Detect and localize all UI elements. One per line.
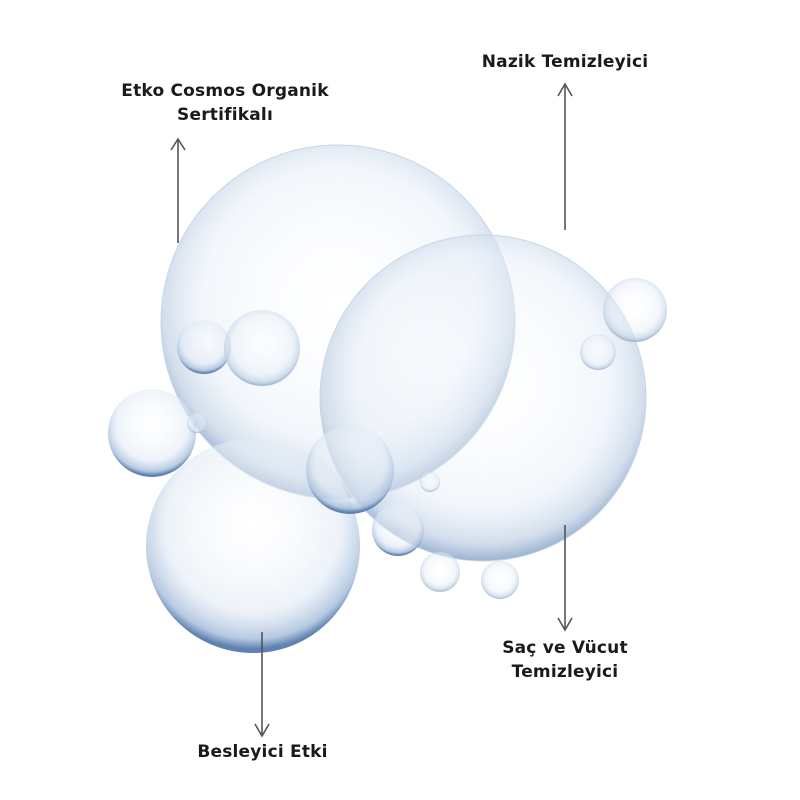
label-line: Temizleyici — [511, 662, 619, 682]
bubble — [420, 552, 460, 592]
label-line: Sertifikalı — [177, 105, 273, 125]
bubble — [177, 320, 231, 374]
bubble — [372, 504, 424, 556]
bubble — [224, 310, 300, 386]
bubble — [187, 413, 207, 433]
arrow-up-icon — [557, 82, 573, 230]
bubble — [306, 426, 394, 514]
arrow-down-icon — [254, 632, 270, 738]
bubble — [603, 278, 667, 342]
bubble — [580, 334, 616, 370]
bubble — [108, 389, 196, 477]
label-gentle-cleanser: Nazik Temizleyici — [445, 50, 685, 74]
bubble — [319, 234, 647, 562]
bubble — [481, 561, 519, 599]
bubble-group — [108, 144, 667, 653]
label-line: Besleyici Etki — [197, 742, 328, 762]
label-line: Nazik Temizleyici — [481, 52, 649, 72]
label-hair-body-cleanser: Saç ve Vücut Temizleyici — [455, 636, 675, 684]
label-line: Saç ve Vücut — [502, 638, 628, 658]
label-nourishing-effect: Besleyici Etki — [140, 740, 385, 764]
label-organic-certified: Etko Cosmos Organik Sertifikalı — [90, 79, 360, 127]
label-line: Etko Cosmos Organik — [121, 81, 329, 101]
bubble — [420, 472, 440, 492]
arrow-down-icon — [557, 525, 573, 632]
arrows — [170, 82, 573, 738]
bubble — [146, 439, 360, 653]
arrow-up-icon — [170, 137, 186, 243]
